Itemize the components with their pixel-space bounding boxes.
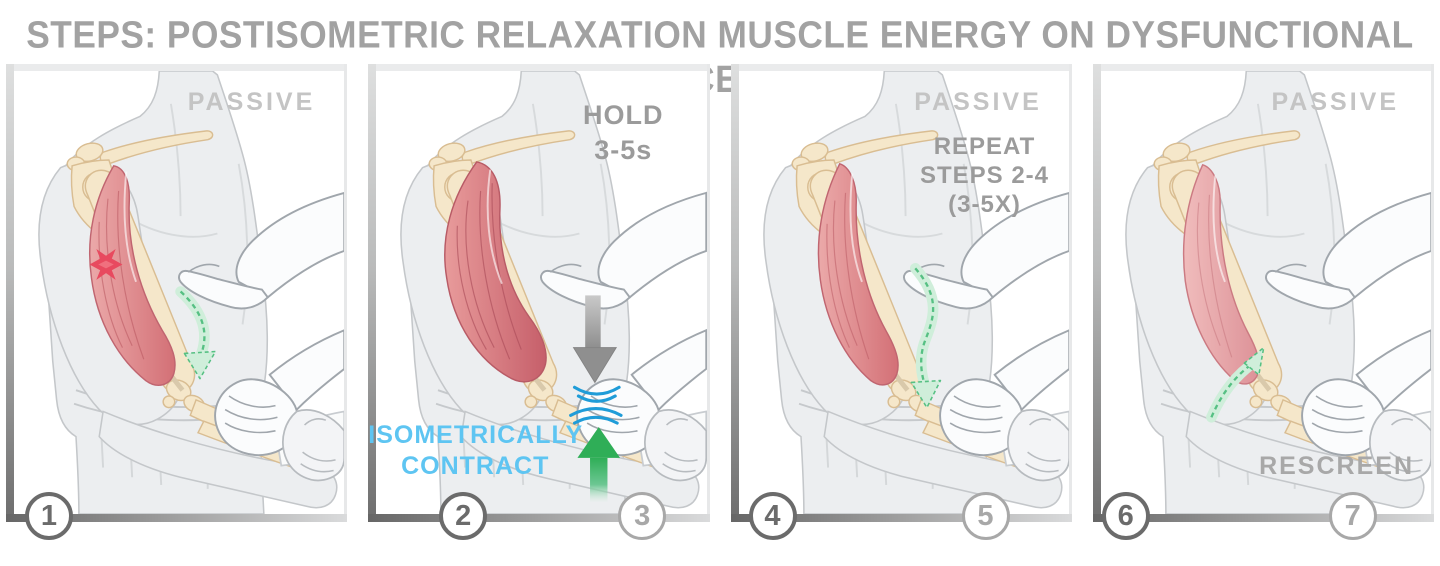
step-7-number: 7 (1344, 499, 1361, 532)
illustration-steps-6-7 (1101, 71, 1431, 514)
panel-border-left (368, 64, 377, 522)
panel-steps-2-3: HOLD 3-5s ISOMETRICALLY CONTRACT 2 3 (368, 64, 710, 540)
step-3-number: 3 (634, 499, 651, 532)
repeat-label-line2: STEPS 2-4 (919, 162, 1050, 189)
panel-border-top (6, 64, 348, 71)
isometric-contraction-illustration (376, 71, 707, 514)
contract-label-line2: CONTRACT (401, 452, 550, 480)
step-6-number: 6 (1117, 499, 1134, 532)
step-2-badge: 2 (439, 492, 488, 540)
step-6-badge: 6 (1101, 492, 1150, 540)
panel-border-right (1068, 64, 1072, 522)
downward-force-arrow-icon (572, 295, 618, 384)
panel-border-top (1092, 64, 1434, 71)
rescreen-motion-arrow-icon (1205, 346, 1265, 423)
repeat-label-line1: REPEAT (933, 133, 1036, 160)
panel-border-bottom (6, 514, 348, 522)
panel-border-left (730, 64, 739, 522)
hold-label-line1: HOLD (583, 100, 664, 130)
repeat-steps-label: REPEAT STEPS 2-4 (3-5X) (895, 132, 1075, 219)
rescreen-illustration (1101, 71, 1431, 514)
panel-border-top (730, 64, 1072, 71)
step-2-number: 2 (455, 499, 472, 532)
step-7-badge: 7 (1328, 492, 1377, 540)
illustration-step-1 (14, 71, 345, 514)
passive-label: PASSIVE (914, 88, 1042, 116)
passive-label: PASSIVE (1271, 88, 1399, 116)
step-4-number: 4 (764, 499, 781, 532)
panel-border-right (706, 64, 710, 522)
contract-label-line1: ISOMETRICALLY (368, 421, 584, 449)
panel-border-bottom (730, 514, 1072, 522)
passive-stretch-arrow-icon (175, 286, 217, 380)
hold-label-line2: 3-5s (594, 135, 653, 165)
illustration-steps-2-3 (376, 71, 707, 514)
illustration-steps-4-5 (739, 71, 1069, 514)
upward-contract-arrow-icon (577, 426, 621, 503)
panel-border-top (368, 64, 710, 71)
biceps-muscle (88, 164, 176, 386)
isometrically-contract-label: ISOMETRICALLY CONTRACT (368, 420, 582, 482)
passive-stretch-illustration (14, 71, 345, 514)
steps-panel-row: PASSIVE 1 (6, 64, 1434, 540)
hold-label: HOLD 3-5s (540, 98, 706, 168)
resistance-arcs-icon (569, 385, 623, 425)
repeat-label-line3: (3-5X) (948, 191, 1021, 218)
step-5-badge: 5 (961, 492, 1010, 540)
panel-steps-6-7: PASSIVE RESCREEN 6 7 (1092, 64, 1434, 540)
repeat-passive-illustration (739, 71, 1069, 514)
repeat-stretch-arrow-icon (909, 262, 941, 409)
panel-border-bottom (368, 514, 710, 522)
passive-label: PASSIVE (187, 88, 316, 116)
panel-border-right (1431, 64, 1434, 522)
panel-border-left (1092, 64, 1101, 522)
panel-border-bottom (1092, 514, 1434, 522)
step-3-badge: 3 (618, 492, 667, 540)
biceps-muscle-contracted (444, 161, 548, 383)
step-5-number: 5 (977, 499, 994, 532)
panel-border-right (344, 64, 348, 522)
step-1-badge: 1 (25, 492, 73, 540)
panel-steps-4-5: PASSIVE REPEAT STEPS 2-4 (3-5X) 4 5 (730, 64, 1075, 540)
biceps-muscle (817, 162, 899, 386)
step-1-number: 1 (40, 499, 58, 532)
panel-step-1: PASSIVE 1 (6, 64, 348, 540)
rescreen-label: RESCREEN (1259, 452, 1414, 480)
step-4-badge: 4 (748, 492, 797, 540)
panel-border-left (6, 64, 14, 522)
